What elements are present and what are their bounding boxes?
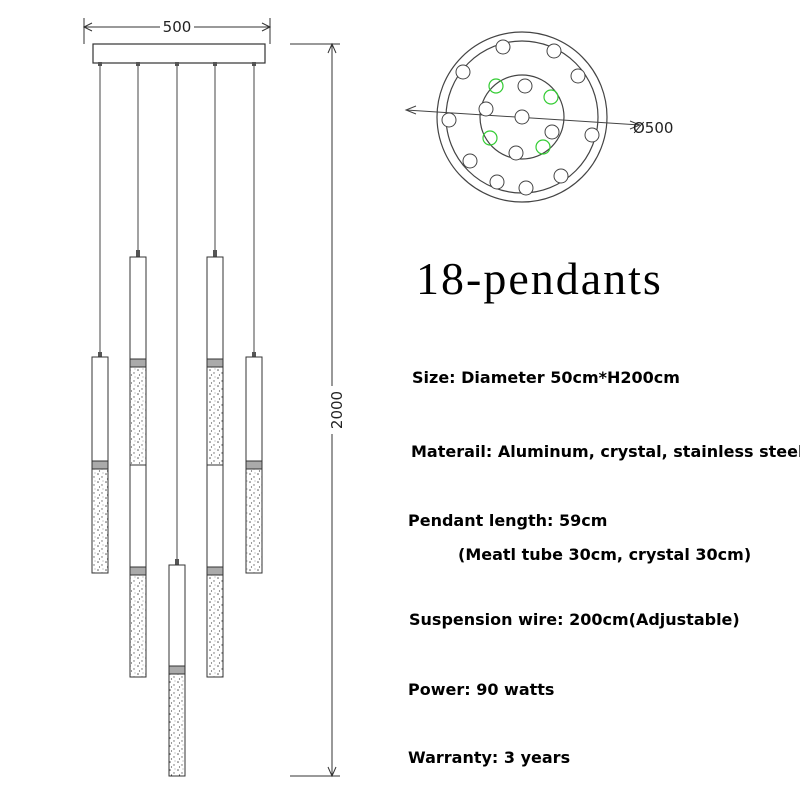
product-title: 18-pendants (416, 253, 663, 304)
spec-pendant-length: Pendant length: 59cm (408, 511, 608, 530)
pendant-inner-right (206, 250, 224, 678)
pendant-holes-outer (441, 39, 600, 196)
suspension-wires (99, 66, 255, 562)
canopy-anchors (98, 62, 256, 66)
pendant-holes-inner (478, 78, 560, 161)
pendant-inner-left (129, 250, 147, 678)
diameter-label: Ø500 (633, 119, 673, 137)
spec-size: Size: Diameter 50cm*H200cm (412, 368, 680, 387)
pendant-holes-highlighted (482, 78, 559, 155)
pendant-center (168, 559, 186, 777)
pendant-outer-left (91, 352, 109, 574)
spec-power: Power: 90 watts (408, 680, 555, 699)
spec-pendant-detail: (Meatl tube 30cm, crystal 30cm) (458, 545, 752, 564)
height-dimension-label: 2000 (328, 391, 346, 429)
spec-warranty: Warranty: 3 years (408, 748, 571, 767)
canopy-plate (92, 43, 266, 64)
spec-material: Materail: Aluminum, crystal, stainless s… (411, 442, 800, 461)
pendant-outer-right (245, 352, 263, 574)
spec-suspension: Suspension wire: 200cm(Adjustable) (409, 610, 740, 629)
width-dimension-label: 500 (163, 18, 192, 36)
